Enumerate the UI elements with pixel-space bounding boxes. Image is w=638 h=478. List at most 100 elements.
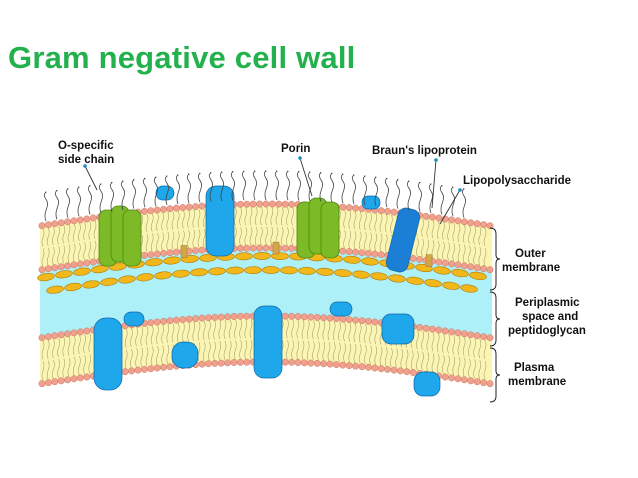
label-pointer-dot [434, 158, 438, 162]
lipid-head-plasma-top [38, 334, 46, 342]
lipid-tail [291, 207, 294, 226]
label-outer-line2: membrane [502, 262, 560, 274]
label-outer-membrane: Outer membrane [502, 248, 560, 274]
lipid-tail [208, 320, 211, 340]
lipid-tail [374, 345, 378, 366]
lipid-head-outer-top [448, 216, 456, 224]
lipid-tail [234, 227, 237, 246]
lipid-tail [67, 357, 71, 377]
lipid-tail [140, 347, 144, 367]
lipid-head-outer-bottom [64, 262, 72, 270]
lipid-tail [317, 320, 320, 340]
lipid-head-plasma-bottom [326, 360, 334, 368]
lipid-tail [374, 212, 378, 232]
lipid-tail [62, 225, 66, 244]
lipid-tail [52, 359, 55, 380]
lipid-tail [171, 323, 175, 343]
lipid-tail [156, 232, 159, 252]
lipid-tail [286, 207, 289, 226]
lipid-head-outer-top [377, 207, 385, 215]
lipid-head-outer-bottom [448, 260, 456, 268]
peptidoglycan-strand [208, 267, 226, 276]
peptidoglycan-strand [64, 282, 82, 292]
lipid-head-plasma-bottom [44, 379, 52, 387]
lipid-head-plasma-bottom [307, 359, 315, 367]
lipid-tail [145, 325, 149, 346]
label-o-specific-line1: O-specific [58, 140, 114, 152]
lipid-tail [452, 243, 456, 262]
lipid-head-outer-top [454, 217, 462, 225]
lipid-head-plasma-bottom [358, 363, 366, 371]
lipid-head-plasma-bottom [70, 375, 78, 383]
lipid-head-plasma-bottom [224, 359, 232, 367]
lipid-head-plasma-top [313, 313, 321, 321]
lipid-tail [384, 234, 388, 253]
lipid-tail [88, 241, 92, 260]
lipid-tail [436, 353, 440, 374]
lipid-head-plasma-bottom [300, 359, 308, 367]
o-side-chain [395, 179, 400, 209]
lipid-head-plasma-bottom [166, 363, 174, 371]
lipid-tail [452, 335, 456, 355]
lipid-tail [442, 333, 445, 353]
lipid-tail [343, 343, 346, 363]
label-brauns-lipoprotein: Braun's lipoprotein [372, 145, 477, 157]
lipid-tail [223, 340, 227, 361]
lipid-tail [431, 220, 435, 239]
lipid-tail [208, 341, 211, 361]
lipid-head-plasma-top [198, 314, 206, 322]
lipid-tail [369, 345, 372, 365]
lipid-tail [176, 230, 180, 250]
lipid-head-outer-bottom [83, 259, 91, 267]
lipid-tail [83, 222, 86, 241]
lipid-tail [400, 348, 404, 369]
o-side-chain [340, 173, 345, 204]
lipid-head-plasma-top [320, 314, 328, 322]
periplasm-band [40, 244, 492, 342]
lipid-head-outer-top [44, 221, 52, 229]
lipid-head-plasma-bottom [409, 369, 417, 376]
peptidoglycan-strand [343, 255, 361, 264]
lipid-head-outer-top [275, 200, 283, 208]
lipid-head-plasma-top [217, 313, 225, 321]
lipid-tail [67, 244, 71, 263]
lipid-head-plasma-bottom [313, 359, 321, 367]
lipid-tail [244, 340, 248, 360]
lipid-head-plasma-bottom [371, 364, 379, 372]
lipid-tail [343, 230, 346, 249]
lipid-head-plasma-top [339, 315, 347, 323]
lipid-head-plasma-bottom [345, 362, 353, 370]
o-side-chain [450, 186, 455, 217]
label-pointer-dot [83, 164, 87, 168]
lipid-head-outer-top [153, 206, 161, 214]
lipid-head-outer-bottom [377, 251, 385, 259]
lipid-tail [431, 353, 435, 373]
label-pointers [83, 156, 462, 225]
lipid-head-plasma-top [44, 333, 52, 341]
lipid-tail [358, 211, 362, 230]
lipid-head-plasma-top [281, 312, 289, 320]
lipid-tail [364, 211, 367, 231]
lipid-tail [52, 338, 55, 359]
peptidoglycan-strand [55, 270, 73, 279]
peptidoglycan-strand [73, 267, 91, 276]
lipid-tail [145, 233, 149, 253]
label-pointer-line [84, 165, 98, 191]
lipid-tail [384, 347, 388, 367]
lipid-tail [483, 339, 487, 360]
lipid-tail [46, 360, 50, 380]
lipid-head-outer-bottom [57, 263, 65, 271]
lipid-tail [353, 230, 357, 250]
lipid-tail [291, 227, 294, 246]
lipid-tail [46, 227, 50, 246]
lipid-tail [431, 332, 435, 352]
lipid-head-outer-top [243, 200, 251, 208]
peptidoglycan-strand [280, 266, 298, 275]
lipid-tail [260, 206, 263, 226]
lipid-tail [41, 361, 45, 381]
lipid-tail [234, 319, 237, 339]
lipid-head-plasma-bottom [64, 376, 72, 384]
peptidoglycan-strand [460, 284, 478, 293]
lipid-tail [260, 226, 263, 246]
peptidoglycan-strand [352, 270, 370, 279]
